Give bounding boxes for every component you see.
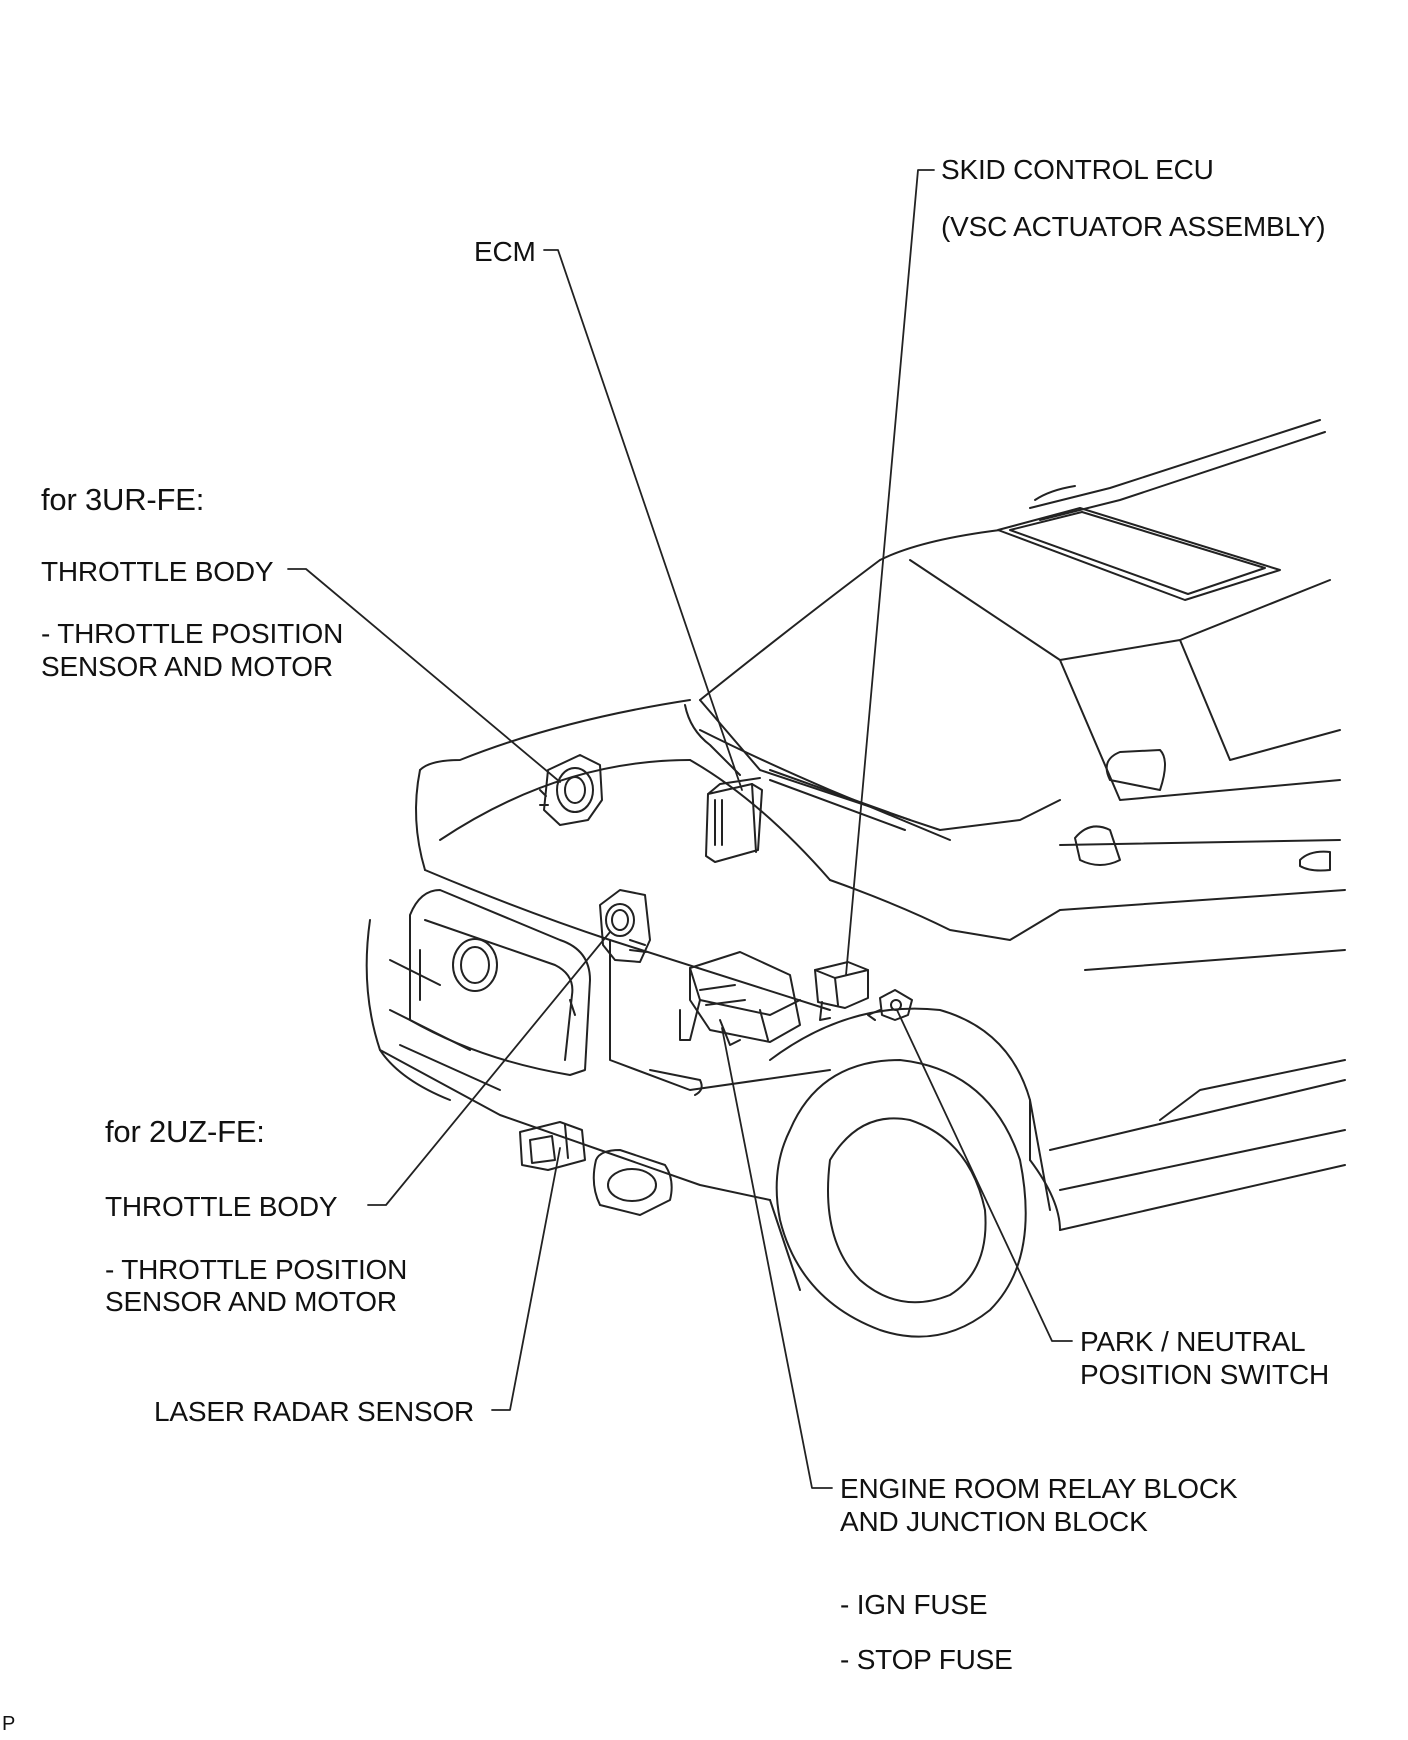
tps-3ur-line2: SENSOR AND MOTOR xyxy=(41,651,333,682)
throttle-body-2uz-label: THROTTLE BODY xyxy=(105,1191,338,1222)
throttle-body-3ur-label: THROTTLE BODY xyxy=(41,556,274,587)
park-neutral-line1: PARK / NEUTRAL xyxy=(1080,1326,1306,1357)
for-3ur-heading: for 3UR-FE: xyxy=(41,482,205,517)
laser-radar-sensor-part xyxy=(519,1121,586,1171)
leader-laser-radar xyxy=(491,1147,561,1411)
corner-mark: P xyxy=(2,1713,16,1735)
stop-fuse-label: - STOP FUSE xyxy=(840,1644,1013,1675)
leader-throttle-3ur xyxy=(287,568,561,783)
laser-radar-sensor-label: LASER RADAR SENSOR xyxy=(154,1396,475,1427)
throttle-body-2uz-part xyxy=(599,889,651,963)
tps-2uz-line1: - THROTTLE POSITION xyxy=(105,1254,408,1285)
tps-3ur-line1: - THROTTLE POSITION xyxy=(41,618,344,649)
leader-lines xyxy=(287,169,1073,1489)
throttle-body-3ur-part xyxy=(539,754,603,826)
leader-throttle-2uz xyxy=(367,931,611,1206)
park-neutral-switch-part xyxy=(867,989,913,1021)
skid-control-ecu-label: SKID CONTROL ECU xyxy=(941,154,1214,185)
leader-ecm xyxy=(543,249,743,791)
leader-relay-block xyxy=(721,1027,833,1489)
for-2uz-heading: for 2UZ-FE: xyxy=(105,1114,265,1149)
ecm-part xyxy=(705,777,763,863)
ecm-label: ECM xyxy=(474,236,536,267)
leader-skid-ecu xyxy=(845,169,935,976)
park-neutral-line2: POSITION SWITCH xyxy=(1080,1359,1330,1390)
relay-block-part xyxy=(679,951,801,1046)
skid-control-ecu-part xyxy=(814,961,869,1021)
tps-2uz-line2: SENSOR AND MOTOR xyxy=(105,1286,397,1317)
ign-fuse-label: - IGN FUSE xyxy=(840,1589,988,1620)
relay-block-line2: AND JUNCTION BLOCK xyxy=(840,1506,1148,1537)
leader-park-neutral xyxy=(896,1009,1073,1342)
vehicle-body xyxy=(365,419,1346,1338)
relay-block-line1: ENGINE ROOM RELAY BLOCK xyxy=(840,1473,1238,1504)
vsc-actuator-label: (VSC ACTUATOR ASSEMBLY) xyxy=(941,211,1326,242)
